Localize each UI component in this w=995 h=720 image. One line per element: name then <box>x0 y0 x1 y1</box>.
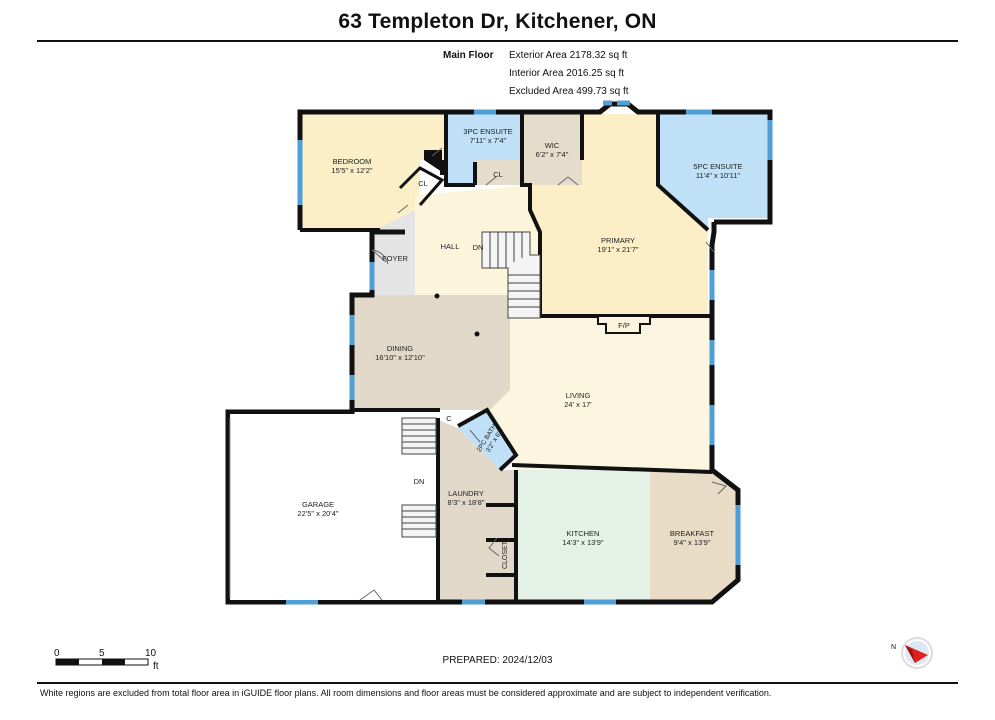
scale-ticks: 0 5 10 ft <box>54 648 159 672</box>
living-name: LIVING <box>566 391 591 400</box>
room-labels: BEDROOM 15'5" x 12'2" 3PC ENSUITE 7'11" … <box>297 127 742 569</box>
hall-down-label: DN <box>473 243 484 252</box>
fireplace <box>597 315 651 334</box>
primary-dims: 19'1" x 21'7" <box>597 245 638 254</box>
room-laundry <box>438 420 516 602</box>
exterior-area: Exterior Area 2178.32 sq ft <box>509 50 628 61</box>
stairs-garage <box>401 417 437 538</box>
closet-c-label: C <box>446 414 452 423</box>
room-breakfast <box>650 470 738 602</box>
doors <box>359 147 727 601</box>
title-divider <box>37 40 958 42</box>
windows <box>286 100 773 605</box>
room-closet-cl <box>475 160 522 185</box>
scale-tick-5: 5 <box>99 648 105 659</box>
laundry-name: LAUNDRY <box>448 489 484 498</box>
footer-divider <box>37 682 958 684</box>
stairs-hall <box>481 231 541 319</box>
room-living <box>490 315 712 470</box>
fireplace-label: F/P <box>618 321 630 330</box>
kitchen-dims: 14'3" x 13'9" <box>562 538 603 547</box>
primary-name: PRIMARY <box>601 236 635 245</box>
scale-tick-0: 0 <box>54 648 60 659</box>
scale-tick-10: 10 <box>145 648 157 659</box>
page-title: 63 Templeton Dr, Kitchener, ON <box>338 10 657 33</box>
bedroom-closet-label: CL <box>418 179 428 188</box>
ensuite5-name: 5PC ENSUITE <box>693 162 742 171</box>
scale-bar: 0 5 10 ft <box>40 645 190 675</box>
kitchen-name: KITCHEN <box>567 529 600 538</box>
room-3pc-ensuite <box>446 114 522 185</box>
foyer-name: FOYER <box>382 254 408 263</box>
room-primary <box>530 114 708 315</box>
room-wic <box>522 114 582 185</box>
compass-icon: N <box>890 635 940 680</box>
hall-name: HALL <box>441 242 460 251</box>
room-bedroom <box>300 114 446 230</box>
bedroom-name: BEDROOM <box>333 157 372 166</box>
laundry-dims: 8'3" x 18'8" <box>448 498 485 507</box>
floor-label: Main Floor <box>443 50 494 61</box>
dining-name: DINING <box>387 344 413 353</box>
breakfast-dims: 9'4" x 13'9" <box>674 538 711 547</box>
garage-dims: 22'5" x 20'4" <box>297 509 338 518</box>
compass-north: N <box>891 644 896 651</box>
scale-unit: ft <box>153 661 159 672</box>
wic-name: WIC <box>545 141 560 150</box>
room-2pc-bath <box>458 412 516 470</box>
prepared-date: PREPARED: 2024/12/03 <box>442 655 553 666</box>
footer-disclaimer: White regions are excluded from total fl… <box>40 688 772 698</box>
excluded-area: Excluded Area 499.73 sq ft <box>509 86 629 97</box>
bedroom-closet-wall <box>398 166 445 206</box>
chimney-block <box>424 150 442 172</box>
ensuite3-dims: 7'11" x 7'4" <box>470 136 507 145</box>
interior-area: Interior Area 2016.25 sq ft <box>509 68 625 79</box>
dining-dims: 16'10" x 12'10" <box>375 353 425 362</box>
ensuite5-dims: 11'4" x 10'11" <box>696 171 741 180</box>
bedroom-dims: 15'5" x 12'2" <box>331 166 372 175</box>
ensuite3-name: 3PC ENSUITE <box>463 127 512 136</box>
room-dining <box>352 295 510 410</box>
laundry-closet-label: CLOSET <box>502 540 509 569</box>
breakfast-name: BREAKFAST <box>670 529 715 538</box>
room-5pc-ensuite <box>658 114 768 232</box>
room-kitchen <box>516 470 650 602</box>
living-dims: 24' x 17' <box>564 400 592 409</box>
wic-dims: 6'2" x 7'4" <box>536 150 569 159</box>
garage-down-label: DN <box>414 477 425 486</box>
garage-name: GARAGE <box>302 500 334 509</box>
wic-closet-label: CL <box>493 170 503 179</box>
